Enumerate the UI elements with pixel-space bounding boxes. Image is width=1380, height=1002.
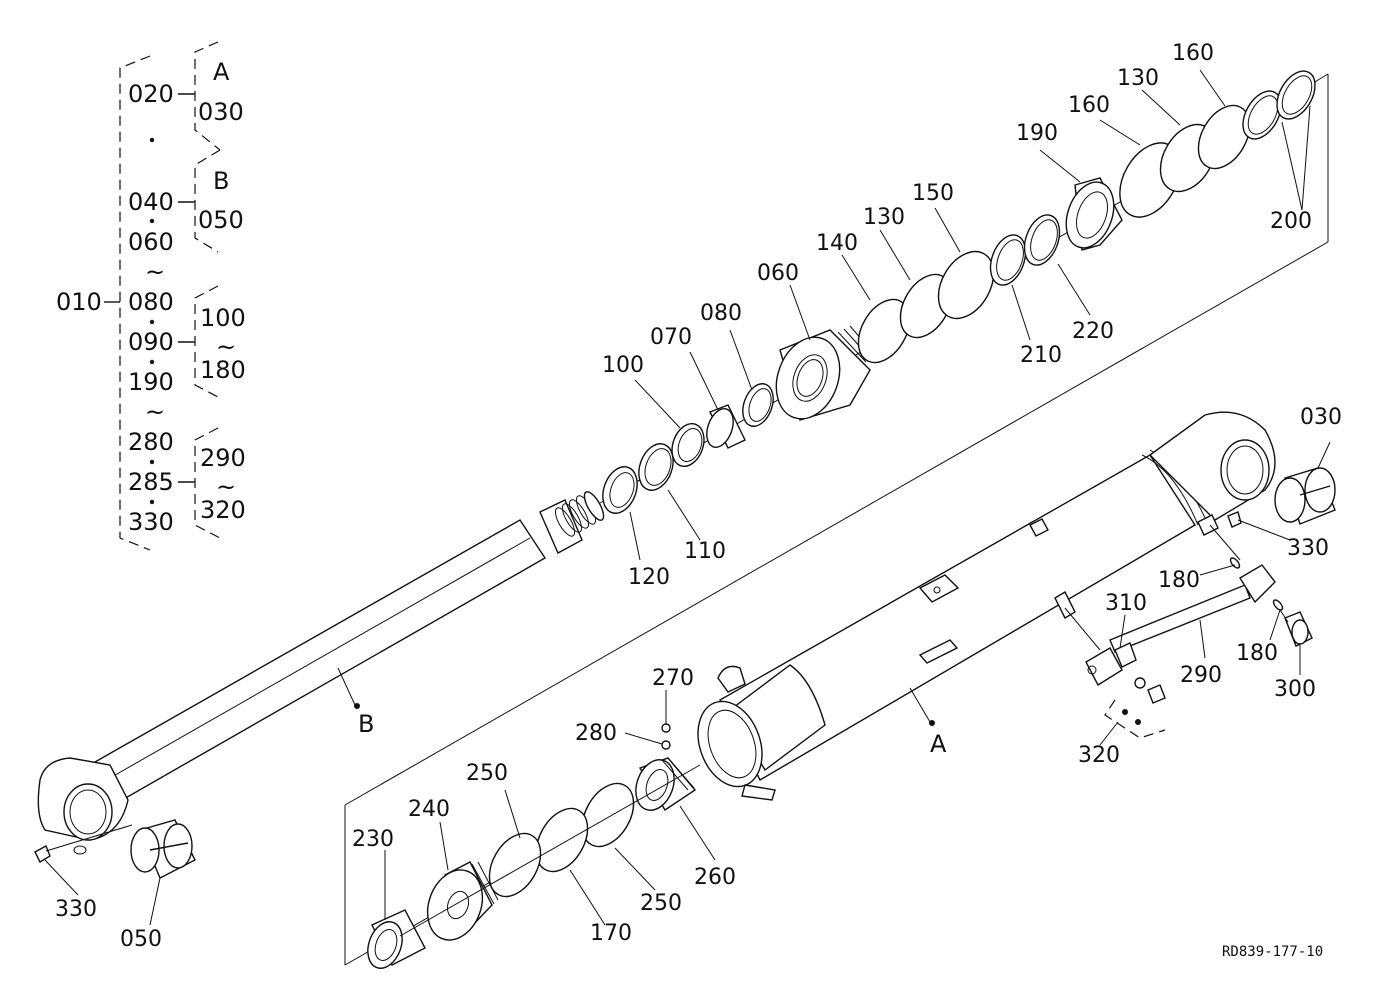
tree-range-3: ~ bbox=[145, 398, 165, 426]
tree-020: 020 bbox=[128, 80, 174, 108]
callout-150: 150 bbox=[912, 181, 954, 206]
callout-labels: 200 160 130 160 190 150 130 140 060 080 … bbox=[55, 41, 1342, 952]
callout-330-left: 330 bbox=[55, 897, 97, 922]
callout-110: 110 bbox=[684, 539, 726, 564]
callout-130-top: 130 bbox=[1117, 66, 1159, 91]
callout-270: 270 bbox=[652, 666, 694, 691]
rod-thread bbox=[554, 491, 605, 537]
callout-140: 140 bbox=[816, 231, 858, 256]
tree-285: 285 bbox=[128, 468, 174, 496]
part-280-shape bbox=[661, 740, 671, 750]
part-150-shape bbox=[937, 250, 995, 320]
callout-060: 060 bbox=[757, 261, 799, 286]
tree-190: 190 bbox=[128, 368, 174, 396]
mark-b: B bbox=[358, 710, 374, 738]
part-200a-shape bbox=[1242, 90, 1282, 140]
part-120-shape bbox=[602, 466, 638, 514]
tree-050: 050 bbox=[198, 206, 244, 234]
tree-100: 100 bbox=[200, 304, 246, 332]
part-220-shape bbox=[1023, 214, 1061, 266]
callout-220: 220 bbox=[1072, 319, 1114, 344]
tree-080: 080 bbox=[128, 288, 174, 316]
callout-250-lower: 250 bbox=[640, 891, 682, 916]
tree-range-2: ~ bbox=[216, 333, 236, 361]
callout-120: 120 bbox=[628, 565, 670, 590]
part-170-shape bbox=[535, 807, 589, 873]
tree-330: 330 bbox=[128, 508, 174, 536]
part-250b-shape bbox=[488, 832, 542, 898]
tree-range-1: ~ bbox=[145, 258, 165, 286]
pipe-assembly bbox=[1054, 524, 1313, 739]
tree-290: 290 bbox=[200, 444, 246, 472]
cylinder-tube: A bbox=[697, 411, 1336, 801]
rod-eye-bore bbox=[63, 783, 113, 841]
tube-eye-bore bbox=[1220, 439, 1270, 501]
callout-160-top: 160 bbox=[1172, 41, 1214, 66]
callout-130-mid: 130 bbox=[863, 205, 905, 230]
part-190-shape bbox=[1065, 177, 1123, 251]
part-230-shape bbox=[367, 909, 426, 969]
leader-lines bbox=[44, 69, 1331, 926]
callout-190: 190 bbox=[1016, 121, 1058, 146]
part-240-shape bbox=[426, 861, 499, 941]
callout-100: 100 bbox=[602, 353, 644, 378]
callout-330-right: 330 bbox=[1287, 536, 1329, 561]
rod-side-parts bbox=[602, 70, 1316, 514]
grease-nipple-tube bbox=[1227, 511, 1242, 528]
callout-300: 300 bbox=[1274, 677, 1316, 702]
callout-250-upper: 250 bbox=[466, 761, 508, 786]
tree-030: 030 bbox=[198, 98, 244, 126]
callout-210: 210 bbox=[1020, 343, 1062, 368]
part-260-shape bbox=[635, 757, 697, 811]
tree-090: 090 bbox=[128, 328, 174, 356]
callout-070: 070 bbox=[650, 325, 692, 350]
callout-050: 050 bbox=[120, 927, 162, 952]
callout-310: 310 bbox=[1105, 591, 1147, 616]
callout-290: 290 bbox=[1180, 663, 1222, 688]
part-200b-shape bbox=[1276, 70, 1316, 120]
callout-280: 280 bbox=[575, 721, 617, 746]
piston-side-parts bbox=[367, 723, 701, 969]
cylinder-head-060 bbox=[775, 325, 877, 421]
callout-180-lower: 180 bbox=[1236, 641, 1278, 666]
tree-280: 280 bbox=[128, 428, 174, 456]
tree-180: 180 bbox=[200, 356, 246, 384]
tree-060: 060 bbox=[128, 228, 174, 256]
callout-200: 200 bbox=[1270, 209, 1312, 234]
part-250a-shape bbox=[581, 782, 635, 848]
part-080-shape bbox=[742, 383, 774, 427]
tree-320: 320 bbox=[200, 496, 246, 524]
callout-160-mid: 160 bbox=[1068, 93, 1110, 118]
drawing-code: RD839-177-10 bbox=[1222, 944, 1323, 960]
bushing-030 bbox=[1274, 467, 1336, 525]
tree-range-4: ~ bbox=[216, 473, 236, 501]
callout-080: 080 bbox=[700, 301, 742, 326]
callout-030: 030 bbox=[1300, 405, 1342, 430]
piston-rod: B bbox=[34, 491, 605, 879]
tree-root-010: 010 bbox=[56, 288, 102, 316]
part-140-shape bbox=[857, 298, 911, 364]
callout-260: 260 bbox=[694, 865, 736, 890]
tree-group-b: B bbox=[213, 167, 229, 195]
mark-a: A bbox=[930, 730, 947, 758]
tree-040: 040 bbox=[128, 188, 174, 216]
parts-tree: 020 A 030 040 B 050 060 ~ 080 010 090 10… bbox=[56, 41, 246, 551]
part-160b-shape bbox=[1197, 104, 1251, 170]
tree-group-a: A bbox=[213, 58, 230, 86]
part-270-shape bbox=[661, 723, 671, 733]
callout-320: 320 bbox=[1078, 743, 1120, 768]
callout-180-upper: 180 bbox=[1158, 568, 1200, 593]
bushing-050 bbox=[130, 819, 196, 879]
callout-170: 170 bbox=[590, 921, 632, 946]
callout-230: 230 bbox=[352, 827, 394, 852]
grease-nipple-rod bbox=[34, 845, 51, 863]
part-110-shape bbox=[638, 443, 674, 491]
callout-240: 240 bbox=[408, 797, 450, 822]
